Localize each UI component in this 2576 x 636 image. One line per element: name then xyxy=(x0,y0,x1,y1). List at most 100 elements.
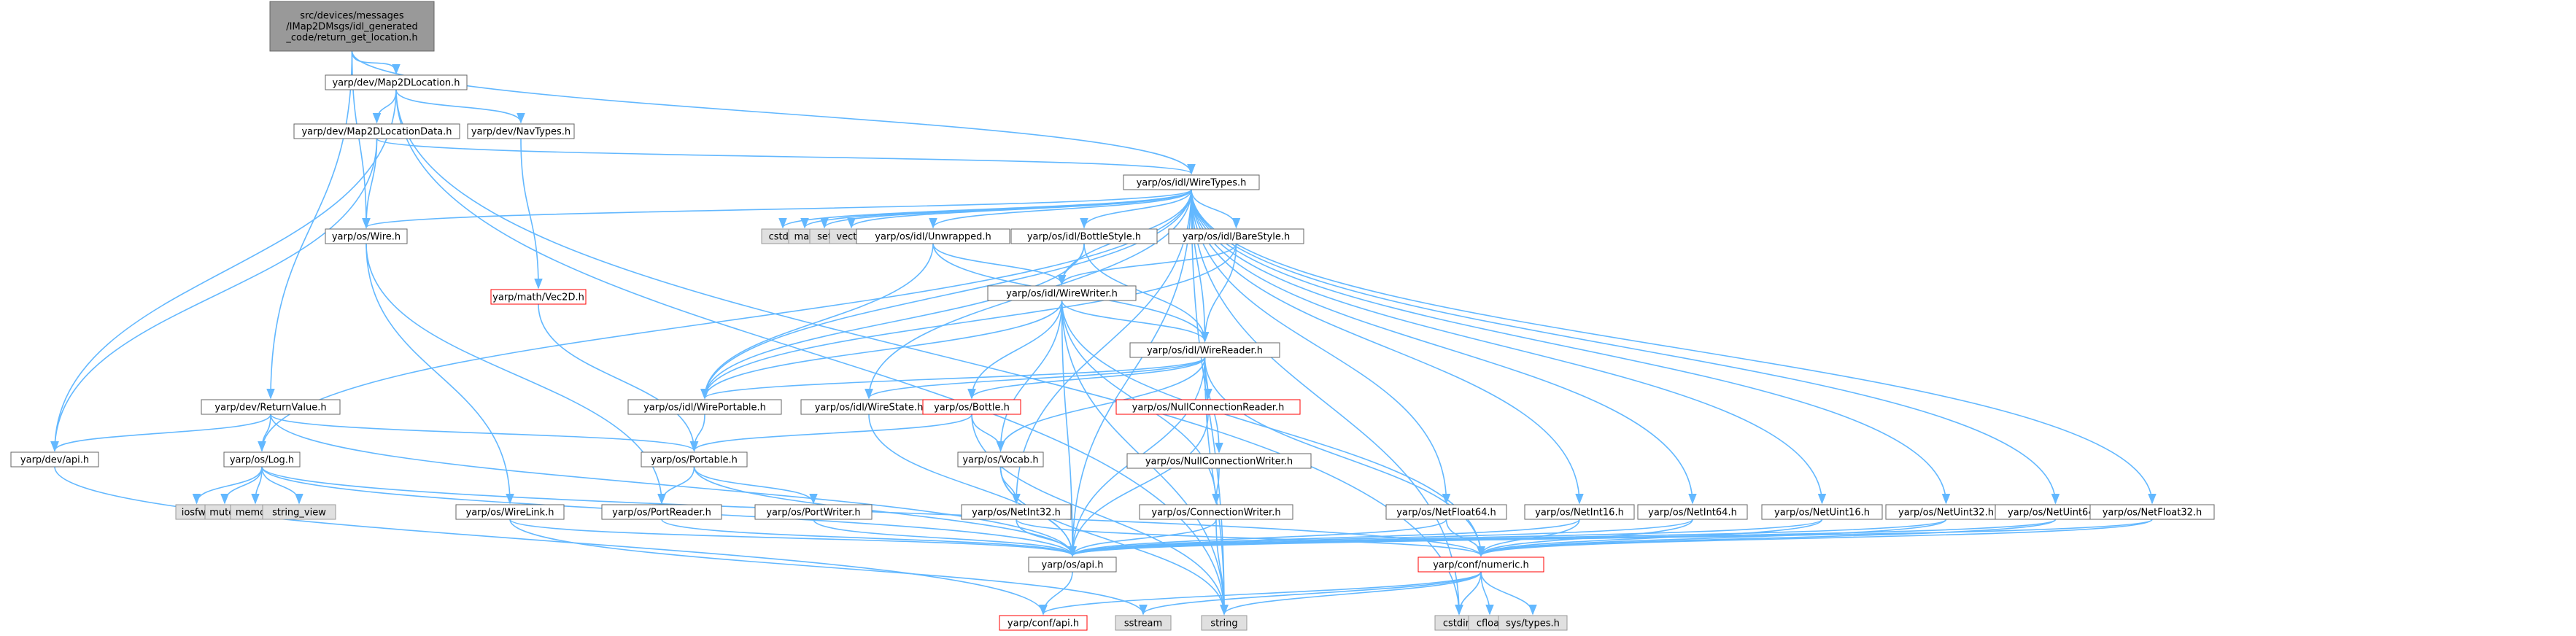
edge-wiretypes-to-netuint64 xyxy=(1191,189,2060,505)
edge-returnvalue-to-osapi xyxy=(270,414,1077,557)
node-label: yarp/math/Vec2D.h xyxy=(492,292,584,303)
node-netfloat64[interactable]: yarp/os/NetFloat64.h xyxy=(1385,504,1507,520)
node-box xyxy=(987,285,1137,301)
edge-numeric-to-cfloat xyxy=(1480,571,1494,616)
edge-numeric-to-systypes xyxy=(1480,571,1537,616)
node-label: yarp/os/PortWriter.h xyxy=(766,508,860,519)
node-label: yarp/dev/ReturnValue.h xyxy=(214,403,326,414)
edge-map2dloc-to-navtypes xyxy=(395,89,525,124)
node-label: yarp/os/NetInt32.h xyxy=(972,508,1061,519)
node-nullconnwriter[interactable]: yarp/os/NullConnectionWriter.h xyxy=(1126,453,1312,469)
node-confapi[interactable]: yarp/conf/api.h xyxy=(999,615,1088,631)
node-osapi[interactable]: yarp/os/api.h xyxy=(1028,556,1117,573)
node-box xyxy=(293,123,460,139)
node-box xyxy=(957,451,1044,468)
node-wireportable[interactable]: yarp/os/idl/WirePortable.h xyxy=(627,399,782,415)
node-portreader[interactable]: yarp/os/PortReader.h xyxy=(601,504,722,520)
node-netuint16[interactable]: yarp/os/NetUint16.h xyxy=(1761,504,1883,520)
edge-portable-to-portreader xyxy=(657,466,695,505)
node-netint64[interactable]: yarp/os/NetInt64.h xyxy=(1637,504,1748,520)
edge-returnvalue-to-portable xyxy=(270,414,698,452)
node-unwrapped[interactable]: yarp/os/idl/Unwrapped.h xyxy=(856,228,1010,244)
node-bottle[interactable]: yarp/os/Bottle.h xyxy=(922,399,1021,415)
edge-netuint16-to-osapi xyxy=(1068,519,1823,557)
node-label: yarp/os/NullConnectionWriter.h xyxy=(1145,457,1293,468)
node-netuint32[interactable]: yarp/os/NetUint32.h xyxy=(1885,504,2007,520)
node-bottlestyle[interactable]: yarp/os/idl/BottleStyle.h xyxy=(1010,228,1158,244)
node-label: yarp/dev/Map2DLocationData.h xyxy=(301,127,452,138)
node-box xyxy=(455,504,565,520)
node-netuint64[interactable]: yarp/os/NetUint64.h xyxy=(1995,504,2116,520)
edge-netfloat32-to-osapi xyxy=(1068,519,2153,557)
node-label: _code/return_get_location.h xyxy=(285,33,417,44)
node-map2dlocdata[interactable]: yarp/dev/Map2DLocationData.h xyxy=(293,123,460,139)
node-barestyle[interactable]: yarp/os/idl/BareStyle.h xyxy=(1168,228,1304,244)
node-label: iosfwd xyxy=(182,508,212,519)
edge-wiretypes-to-netint16 xyxy=(1191,189,1584,505)
node-box xyxy=(641,451,748,468)
node-box xyxy=(325,228,408,244)
node-box xyxy=(754,504,873,520)
edge-barestyle-to-wireportable xyxy=(700,243,1237,400)
node-wirewriter[interactable]: yarp/os/idl/WireWriter.h xyxy=(987,285,1137,301)
edge-unwrapped-to-wireportable xyxy=(700,243,934,400)
node-box xyxy=(1498,615,1568,631)
node-label: yarp/conf/api.h xyxy=(1007,618,1079,629)
node-label: yarp/os/WireLink.h xyxy=(466,508,554,519)
node-devapi[interactable]: yarp/dev/api.h xyxy=(10,451,99,468)
edge-wirewriter-to-osapi xyxy=(1061,300,1077,557)
edge-map2dlocdata-to-wire xyxy=(362,138,378,229)
node-label: yarp/os/NetInt16.h xyxy=(1535,508,1624,519)
edge-wirelink-to-sstream xyxy=(509,519,1148,616)
edge-map2dlocdata-to-wiretypes xyxy=(376,138,1196,175)
edge-wiretypes-to-netfloat32 xyxy=(1191,189,2157,505)
node-portwriter[interactable]: yarp/os/PortWriter.h xyxy=(754,504,873,520)
node-box xyxy=(1139,504,1293,520)
edge-wirewriter-to-vocab xyxy=(996,300,1063,452)
node-vec2d[interactable]: yarp/math/Vec2D.h xyxy=(490,289,587,305)
node-label: yarp/os/idl/BottleStyle.h xyxy=(1027,232,1141,243)
node-root[interactable]: src/devices/messages/IMap2DMsgs/idl_gene… xyxy=(269,1,435,52)
node-log[interactable]: yarp/os/Log.h xyxy=(223,451,301,468)
edge-numeric-to-confapi xyxy=(1039,571,1482,616)
edge-returnvalue-to-log xyxy=(258,414,271,452)
node-numeric[interactable]: yarp/conf/numeric.h xyxy=(1417,556,1544,573)
node-wire[interactable]: yarp/os/Wire.h xyxy=(325,228,408,244)
edge-wiretypes-to-barestyle xyxy=(1191,189,1241,229)
node-label: yarp/os/idl/WireWriter.h xyxy=(1006,289,1118,300)
node-wirestate[interactable]: yarp/os/idl/WireState.h xyxy=(800,399,937,415)
node-netint16[interactable]: yarp/os/NetInt16.h xyxy=(1524,504,1635,520)
node-box xyxy=(269,1,435,52)
edge-nullconnwriter-to-connwriter xyxy=(1212,468,1221,505)
node-vocab[interactable]: yarp/os/Vocab.h xyxy=(957,451,1044,468)
node-label: yarp/dev/api.h xyxy=(20,455,89,466)
node-label: yarp/os/NetUint32.h xyxy=(1898,508,1994,519)
node-map2dloc[interactable]: yarp/dev/Map2DLocation.h xyxy=(325,74,468,90)
node-box xyxy=(1126,453,1312,469)
node-portable[interactable]: yarp/os/Portable.h xyxy=(641,451,748,468)
node-box xyxy=(201,399,341,415)
node-netint32[interactable]: yarp/os/NetInt32.h xyxy=(961,504,1072,520)
node-label: yarp/dev/Map2DLocation.h xyxy=(332,78,460,89)
node-returnvalue[interactable]: yarp/dev/ReturnValue.h xyxy=(201,399,341,415)
node-nullconnreader[interactable]: yarp/os/NullConnectionReader.h xyxy=(1115,399,1301,415)
node-wirereader[interactable]: yarp/os/idl/WireReader.h xyxy=(1129,342,1280,358)
edge-root-to-wiretypes xyxy=(351,50,1196,175)
node-box xyxy=(1129,342,1280,358)
edge-numeric-to-string xyxy=(1220,571,1482,616)
node-label: yarp/os/Log.h xyxy=(230,455,294,466)
node-label: yarp/os/NetFloat32.h xyxy=(2103,508,2202,519)
edge-bottlestyle-to-wirewriter xyxy=(1057,243,1085,286)
node-wiretypes[interactable]: yarp/os/idl/WireTypes.h xyxy=(1123,174,1260,190)
edge-netfloat64-to-osapi xyxy=(1068,519,1447,557)
node-box xyxy=(262,504,336,520)
node-netfloat32[interactable]: yarp/os/NetFloat32.h xyxy=(2089,504,2215,520)
edge-wiretypes-to-wireportable xyxy=(700,189,1192,400)
node-label: /IMap2DMsgs/idl_generated xyxy=(286,22,417,33)
node-connwriter[interactable]: yarp/os/ConnectionWriter.h xyxy=(1139,504,1293,520)
node-label: yarp/os/idl/WireState.h xyxy=(815,403,924,414)
node-navtypes[interactable]: yarp/dev/NavTypes.h xyxy=(467,123,575,139)
node-box xyxy=(961,504,1072,520)
node-wirelink[interactable]: yarp/os/WireLink.h xyxy=(455,504,565,520)
edge-wirereader-to-bottle xyxy=(967,357,1206,400)
